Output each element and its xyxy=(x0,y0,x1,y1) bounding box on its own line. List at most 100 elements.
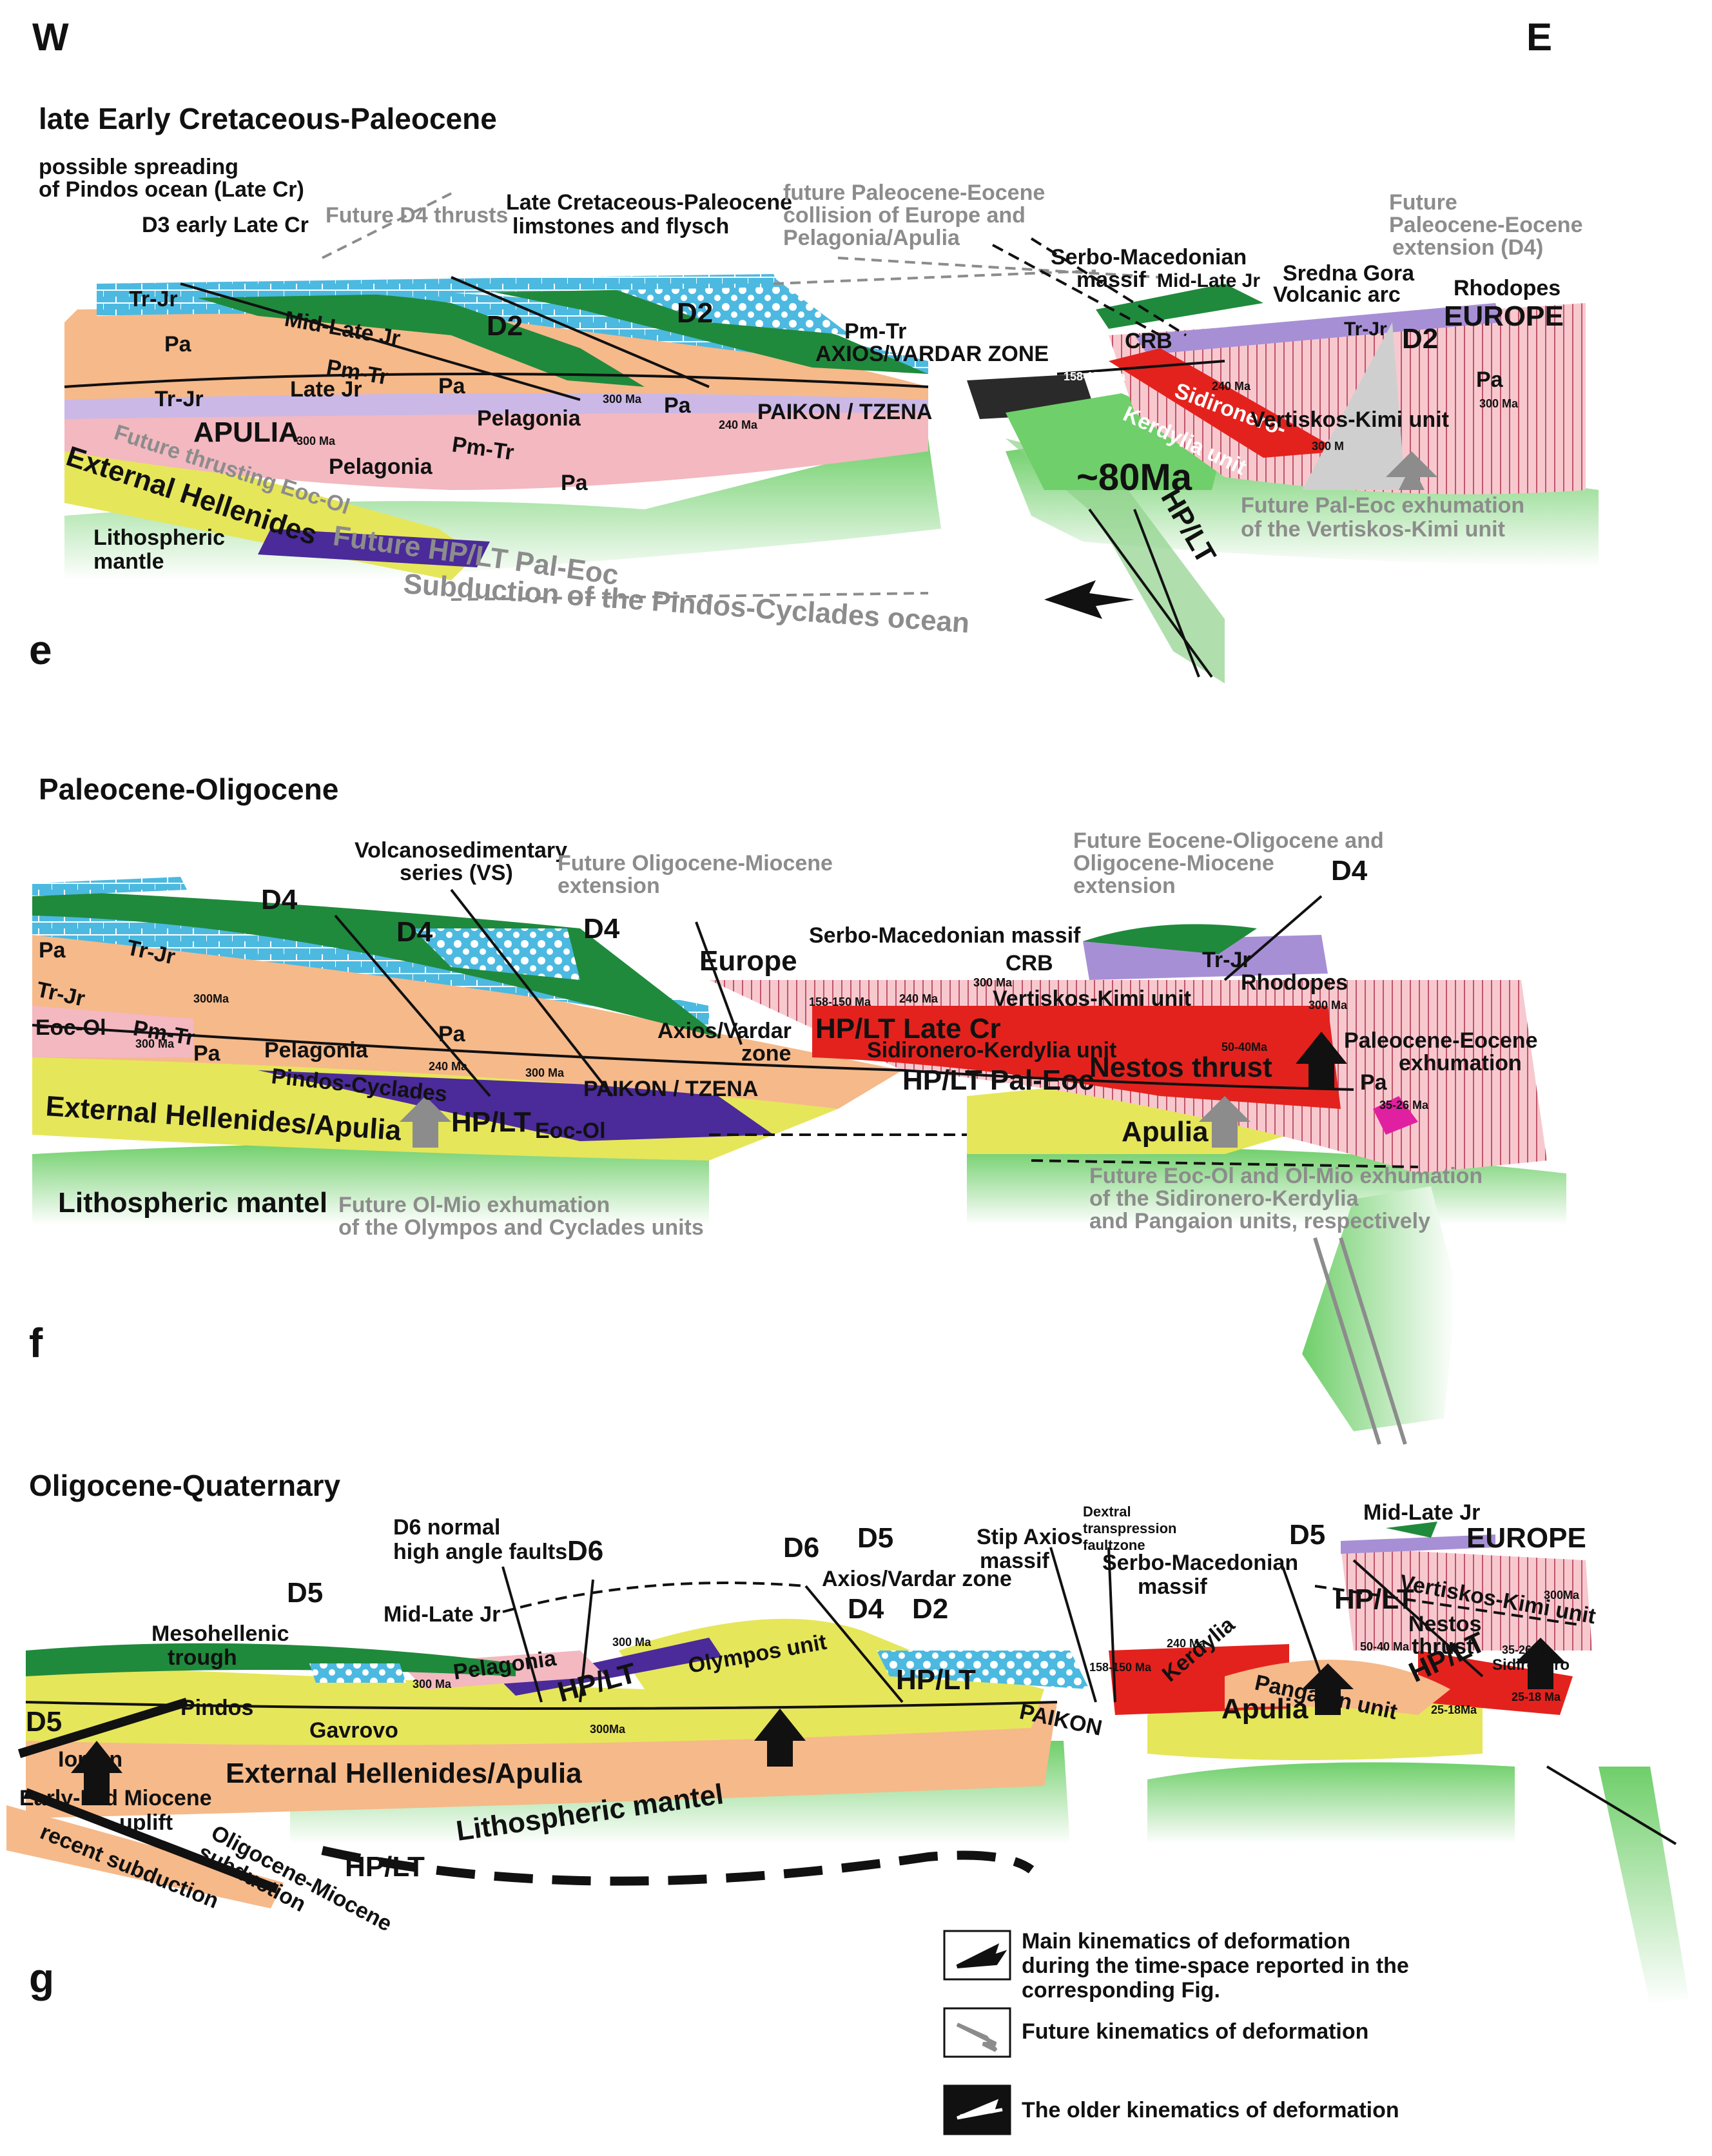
panel-g-sidironero: Sidironero xyxy=(1492,1656,1570,1674)
panel-g-hplt-bottom: HP/LT xyxy=(345,1851,425,1883)
panel-f-future-olmio-exhum-1: Future Ol-Mio exhumation xyxy=(338,1193,610,1217)
panel-f-d4-3: D4 xyxy=(583,913,620,945)
panel-e-vertiskos: Vertiskos-Kimi unit xyxy=(1250,407,1449,432)
panel-e-serbo-1: Serbo-Macedonian xyxy=(1051,245,1247,270)
panel-f-magenta xyxy=(1373,1096,1418,1135)
panel-f-eoc-ol: Eoc-Ol xyxy=(35,1015,106,1040)
panel-e-crb: CRB xyxy=(1125,329,1172,353)
panel-e-pelagonia-1: Pelagonia xyxy=(477,406,581,431)
panel-e-pa-2: Pa xyxy=(438,374,466,398)
panel-f-pa-4: Pa xyxy=(1360,1070,1388,1095)
panel-f-vs-1: Volcanosedimentary xyxy=(355,838,567,863)
panel-f-mantle-left xyxy=(32,1142,709,1225)
panel-g-green-top xyxy=(26,1643,516,1676)
panel-g-europe-purple xyxy=(1341,1534,1495,1554)
panel-g-apulia: Apulia xyxy=(1221,1693,1308,1725)
panel-f-d4-4: D4 xyxy=(1331,855,1368,887)
panel-f-age-300e: 300 Ma xyxy=(1308,999,1348,1012)
panel-f-hplt-latecr: HP/LT Late Cr xyxy=(815,1013,1001,1044)
panel-g-d6-normal-2: high angle faults xyxy=(393,1540,567,1564)
panel-g-hplt-2: HP/LT xyxy=(896,1664,976,1696)
panel-g-nestos-2: thrust xyxy=(1412,1634,1474,1659)
panel-e-future-ext-1: Future xyxy=(1389,190,1457,215)
panel-e-age-158: 158-150 Ma xyxy=(1064,370,1126,383)
panel-g-axios-blue xyxy=(877,1651,1089,1689)
panel-e-paikon: PAIKON / TZENA xyxy=(757,400,932,424)
panel-e-future-exhum-1: Future Pal-Eoc exhumation xyxy=(1241,493,1524,518)
panel-g-stip-1: Stip Axios xyxy=(977,1525,1083,1549)
panel-f-future-eoc-2: Oligocene-Miocene xyxy=(1073,851,1274,876)
panel-g-pindos: Pindos xyxy=(180,1696,253,1720)
panel-f-exhum-arrow-right xyxy=(1199,1096,1250,1148)
panel-e-age-300d: 300 M xyxy=(1312,440,1344,453)
panel-g-age-25b: 25-18 Ma xyxy=(1512,1690,1561,1703)
panel-f-letter: f xyxy=(29,1320,43,1366)
panel-e-europe-crust xyxy=(1109,303,1586,495)
panel-f-future-olmio-1: Future Oligocene-Miocene xyxy=(558,851,833,876)
panel-f-nestos: Nestos thrust xyxy=(1089,1052,1272,1083)
legend-main-2: during the time-space reported in the xyxy=(1022,1954,1409,1978)
panel-e-d2-3: D2 xyxy=(1402,323,1438,355)
panel-f-serbo: Serbo-Macedonian massif xyxy=(809,923,1081,948)
panel-e-pindos-spreading-2: of Pindos ocean (Late Cr) xyxy=(39,177,304,202)
panel-f-apulia: Apulia xyxy=(1122,1116,1209,1148)
panel-f-age-300c: 300 Ma xyxy=(525,1066,565,1079)
panel-f-dots xyxy=(413,928,580,980)
panel-g-age-35: 35-26 Ma xyxy=(1502,1643,1552,1656)
panel-g-slab xyxy=(1599,1767,1689,2005)
panel-f-age-240b: 240 Ma xyxy=(899,992,939,1005)
panel-f-d4-1: D4 xyxy=(261,884,298,916)
panel-g-d4: D4 xyxy=(848,1593,884,1625)
panel-e-pa-1: Pa xyxy=(164,332,192,357)
panel-e-europe-lavender xyxy=(1134,303,1502,355)
legend-main-1: Main kinematics of deformation xyxy=(1022,1929,1350,1954)
panel-f-pelagonia: Pelagonia xyxy=(264,1038,369,1063)
panel-f-faults xyxy=(32,888,1354,1097)
panel-f-hplt-eocol: HP/LT xyxy=(451,1106,531,1138)
panel-g: Oligocene-Quaternary xyxy=(6,1469,1689,2005)
panel-e-dashed-thrusts xyxy=(992,237,1187,337)
panel-g-age-158: 158-150 Ma xyxy=(1089,1661,1152,1674)
panel-f-age-158: 158-150 Ma xyxy=(809,995,871,1008)
panel-e-d3: D3 early Late Cr xyxy=(142,213,309,237)
panel-f-paleo-exhum-2: exhumation xyxy=(1399,1051,1522,1075)
panel-e-subduction-arrow xyxy=(1044,580,1134,619)
panel-f-hplt-paleoc: HP/LT Pal-Eoc xyxy=(902,1064,1094,1096)
panel-g-mesohellenic-2: trough xyxy=(168,1645,237,1670)
panel-e-future-collision-2: collision of Europe and xyxy=(783,203,1026,228)
panel-e-exhumation-arrow xyxy=(1386,451,1437,490)
panel-g-europe: EUROPE xyxy=(1466,1522,1586,1554)
panel-e-sredna-1: Sredna Gora xyxy=(1283,261,1415,286)
panel-g-age-25a: 25-18Ma xyxy=(1431,1703,1477,1716)
panel-g-d6-1: D6 xyxy=(567,1535,603,1567)
panel-g-title: Oligocene-Quaternary xyxy=(29,1469,341,1502)
panel-f-slab xyxy=(1302,1186,1457,1431)
panel-g-sidironero xyxy=(1418,1651,1573,1715)
panel-f-future-eocol-exhum-2: of the Sidironero-Kerdylia xyxy=(1089,1186,1359,1211)
panel-g-d5-1: D5 xyxy=(287,1577,323,1609)
panel-f-d4-2: D4 xyxy=(396,916,433,948)
panel-e-europe-green xyxy=(1096,284,1263,329)
panel-f-exhum-arrow-left xyxy=(400,1096,451,1148)
panel-e-axios-zone: AXIOS/VARDAR ZONE xyxy=(815,342,1049,366)
panel-g-d2: D2 xyxy=(912,1593,948,1625)
panel-g-mid-late-jr: Mid-Late Jr xyxy=(384,1602,500,1627)
panel-f-pa-2: Pa xyxy=(438,1022,466,1046)
panel-g-ext-hellenides: External Hellenides/Apulia xyxy=(226,1758,582,1789)
panel-f-age-50: 50-40Ma xyxy=(1221,1041,1268,1054)
panel-e-apulia: APULIA xyxy=(193,416,299,448)
panel-e-lith-mantle-2: mantle xyxy=(93,549,164,574)
panel-f-pa-3: Pa xyxy=(193,1041,221,1066)
panel-f-slab-lines xyxy=(1313,1237,1407,1445)
panel-f-future-olmio-exhum-2: of the Olympos and Cyclades units xyxy=(338,1215,704,1240)
panel-f-crb: CRB xyxy=(1006,951,1053,975)
panel-g-europe-green xyxy=(1386,1522,1437,1538)
legend-main-3: corresponding Fig. xyxy=(1022,1978,1220,2003)
panel-f-future-eocol-exhum-3: and Pangaion units, respectively xyxy=(1089,1209,1430,1233)
panel-e-faults xyxy=(64,276,1225,678)
panel-e-exhumation-grey xyxy=(1302,322,1405,490)
panel-f-sidironero-red xyxy=(812,1006,1341,1109)
panel-e-limestone-dots xyxy=(580,277,851,335)
panel-e-subduction-pindos: Subduction of the Pindos-Cyclades ocean xyxy=(402,568,970,639)
panel-e-future-hplt-band xyxy=(258,529,490,567)
